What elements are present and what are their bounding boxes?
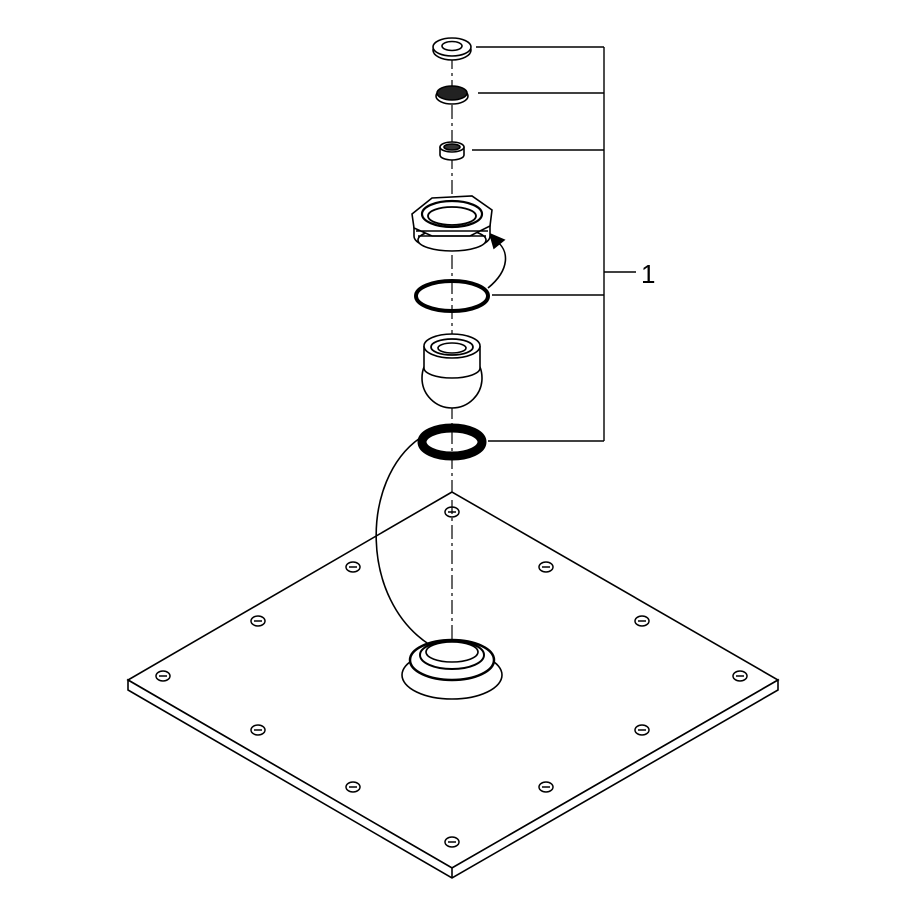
part-threaded-nut bbox=[411, 195, 493, 252]
part-ball-joint bbox=[421, 333, 483, 409]
screw-icon bbox=[732, 670, 748, 682]
screw-icon bbox=[155, 670, 171, 682]
screw-icon bbox=[538, 561, 554, 573]
screw-icon bbox=[634, 615, 650, 627]
assembly-arrow-upper bbox=[487, 239, 507, 289]
assembly-arrow-lower bbox=[375, 437, 431, 646]
screw-icon bbox=[250, 724, 266, 736]
part-flat-seal bbox=[417, 423, 487, 461]
part-washer-top bbox=[432, 37, 472, 61]
screw-icon bbox=[250, 615, 266, 627]
part-o-ring bbox=[414, 279, 490, 313]
screw-icon bbox=[634, 724, 650, 736]
callout-label-1: 1 bbox=[641, 259, 656, 289]
screw-icon bbox=[538, 781, 554, 793]
part-flow-restrictor bbox=[439, 141, 465, 161]
screw-icon bbox=[345, 781, 361, 793]
part-filter-screen bbox=[435, 85, 469, 105]
plate-connector bbox=[401, 638, 503, 700]
screw-icon bbox=[444, 836, 460, 848]
callout-leader-lines bbox=[472, 46, 636, 442]
plate-screws bbox=[155, 506, 748, 848]
screw-icon bbox=[345, 561, 361, 573]
